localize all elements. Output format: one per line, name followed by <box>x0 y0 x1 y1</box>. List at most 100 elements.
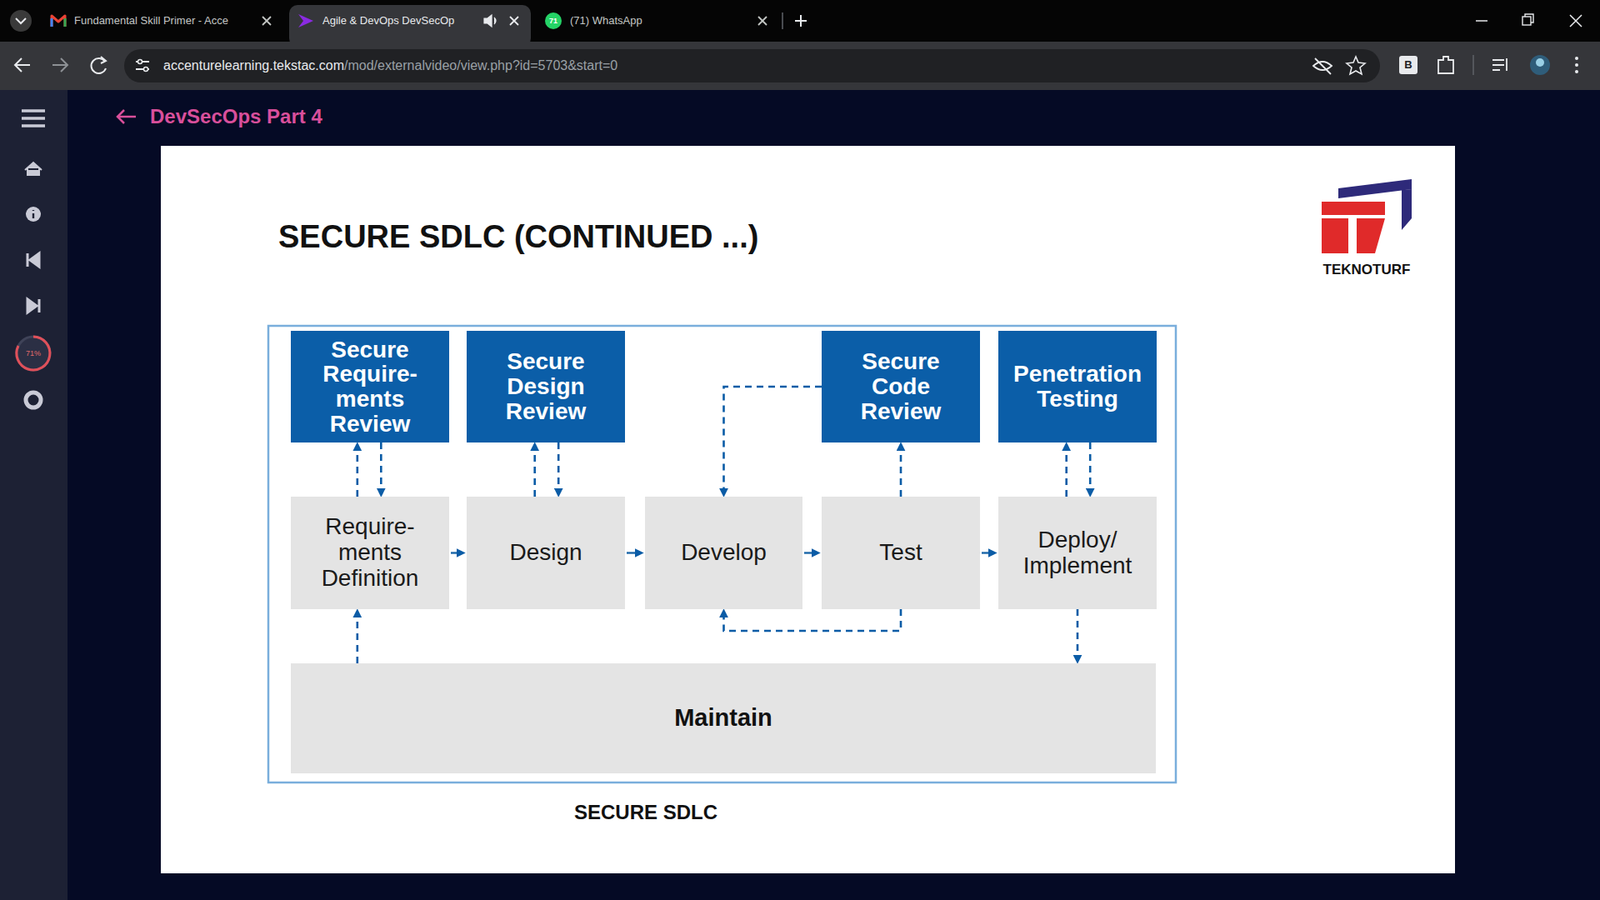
dashed-connector <box>724 386 823 491</box>
logo-mark <box>1338 179 1412 199</box>
flow-arrow <box>981 551 991 554</box>
gmail-icon <box>51 15 65 27</box>
restore-icon <box>1525 14 1534 23</box>
flow-arrow <box>804 551 815 554</box>
previous-icon <box>27 253 40 267</box>
back-icon <box>15 58 30 72</box>
dashed-connector <box>557 442 560 491</box>
close-tab-icon <box>758 16 767 25</box>
dashed-connector <box>380 442 383 491</box>
profile-avatar <box>1530 55 1550 75</box>
phase-box: Require- ments Definition <box>290 496 450 610</box>
box-text: Deploy/ Implement <box>1008 527 1147 580</box>
box-text: Secure Code Review <box>831 349 970 424</box>
logo-mark <box>1321 201 1385 215</box>
url-path: /mod/externalvideo/view.php?id=5703&star… <box>344 58 618 74</box>
close-window-icon <box>1570 15 1582 27</box>
info-icon <box>25 206 41 222</box>
tab-separator <box>781 12 784 30</box>
diagram-caption: SECURE SDLC <box>574 800 718 825</box>
page-heading: DevSecOps Part 4 <box>150 105 323 129</box>
security-review-box: Penetration Testing <box>998 330 1157 443</box>
toolbar-separator <box>1472 55 1475 75</box>
box-text: Maintain <box>300 705 1146 732</box>
profile-avatar <box>1535 58 1545 67</box>
menu-icon <box>1575 56 1579 60</box>
box-text: Require- ments Definition <box>300 514 440 591</box>
menu-icon <box>21 110 45 126</box>
extension-letter: B <box>1404 59 1412 72</box>
new-tab-icon <box>795 15 807 27</box>
flow-arrow <box>450 551 460 554</box>
support-icon <box>25 392 41 408</box>
diagram-frame <box>268 325 1176 783</box>
dashed-connector <box>900 448 903 497</box>
back-arrow <box>117 110 136 124</box>
dashed-connector <box>724 609 902 631</box>
logo-mark <box>1401 189 1412 230</box>
info-icon <box>32 210 35 219</box>
logo-text: TEKNOTURF <box>1323 261 1411 279</box>
media-icon <box>1492 58 1507 71</box>
security-review-box: Secure Design Review <box>466 330 625 443</box>
bookmark-star-icon <box>1346 56 1365 75</box>
reload-icon <box>91 58 106 74</box>
dashed-connector <box>355 448 359 497</box>
active-tab <box>289 5 531 47</box>
speaker-icon <box>484 15 496 27</box>
site-settings-icon <box>144 67 149 72</box>
next-icon <box>27 299 40 313</box>
sidebar <box>0 90 68 900</box>
tab-title: Agile & DevOps DevSecOp <box>322 15 455 28</box>
close-tab-icon <box>262 16 271 25</box>
box-text: Develop <box>655 540 793 566</box>
restore-icon <box>1522 16 1531 25</box>
close-tab-icon <box>510 16 519 25</box>
tab-search-button <box>10 10 32 32</box>
badge-count: 71 <box>549 16 558 25</box>
phase-box: Test <box>821 496 980 610</box>
logo-mark <box>1356 218 1385 254</box>
chevron-icon <box>15 18 26 24</box>
eye-off-icon <box>1313 58 1332 75</box>
maintain-band: Maintain <box>290 663 1156 774</box>
box-text: Design <box>476 540 615 566</box>
dashed-connector <box>1065 448 1068 497</box>
tab-title: Fundamental Skill Primer - Acce <box>74 15 229 28</box>
dashed-connector <box>1089 442 1092 491</box>
box-text: Secure Design Review <box>476 349 615 424</box>
phase-box: Deploy/ Implement <box>998 496 1157 610</box>
site-icon <box>298 14 314 28</box>
security-review-box: Secure Code Review <box>821 330 980 443</box>
dashed-connector <box>533 448 536 497</box>
progress-percent: 71% <box>25 349 41 358</box>
menu-icon <box>1575 70 1579 74</box>
site-settings-icon <box>138 60 143 65</box>
extension-icon <box>1399 55 1418 75</box>
slide-title: SECURE SDLC (CONTINUED ...) <box>278 219 759 255</box>
progress-ring <box>16 336 50 370</box>
slide <box>160 145 1455 874</box>
phase-box: Develop <box>645 496 803 610</box>
tab-title: (71) WhatsApp <box>570 15 643 28</box>
reload-icon <box>100 56 106 64</box>
phase-box: Design <box>466 496 625 610</box>
gmail-icon <box>50 18 54 27</box>
home-icon <box>25 162 42 175</box>
address-bar <box>124 49 1380 83</box>
menu-icon <box>1575 63 1579 67</box>
security-review-box: Secure Require- ments Review <box>290 330 450 443</box>
tab-strip <box>0 0 1600 42</box>
box-text: Secure Require- ments Review <box>300 337 440 437</box>
box-text: Penetration Testing <box>1008 361 1147 411</box>
dashed-connector <box>1076 609 1080 658</box>
gmail-icon <box>64 18 67 27</box>
box-text: Test <box>831 540 970 566</box>
logo-mark <box>1321 218 1349 254</box>
extensions-icon <box>1438 56 1454 74</box>
toolbar <box>0 41 1600 90</box>
forward-icon <box>52 58 68 72</box>
flow-arrow <box>626 551 638 554</box>
progress-ring <box>16 336 50 370</box>
url-domain: accenturelearning.tekstac.com <box>163 58 345 74</box>
